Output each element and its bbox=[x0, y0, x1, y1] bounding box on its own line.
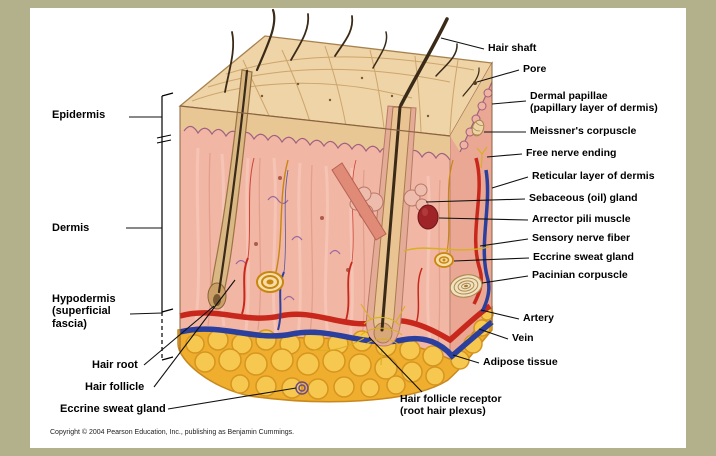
pacinian-corpuscle bbox=[449, 274, 483, 298]
epidermis-right-face bbox=[450, 63, 492, 152]
label-dermal-papillae: Dermal papillae (papillary layer of derm… bbox=[530, 90, 658, 114]
leader-lines bbox=[126, 37, 530, 410]
eccrine-sweat-gland-right bbox=[434, 159, 454, 268]
label-eccrine-sweat-gland-right: Eccrine sweat gland bbox=[533, 251, 634, 263]
label-pore: Pore bbox=[523, 63, 547, 75]
label-hair-follicle-receptor: Hair follicle receptor (root hair plexus… bbox=[400, 393, 502, 417]
hairs-above-surface bbox=[224, 8, 480, 107]
label-sensory-nerve-fiber: Sensory nerve fiber bbox=[532, 232, 631, 244]
label-eccrine-sweat-gland-left: Eccrine sweat gland bbox=[60, 403, 166, 415]
nerves bbox=[313, 146, 490, 366]
label-vein: Vein bbox=[512, 332, 534, 344]
hair-shaft-line bbox=[399, 17, 449, 107]
label-epidermis: Epidermis bbox=[52, 109, 106, 121]
label-meissners-corpuscle: Meissner's corpuscle bbox=[530, 125, 637, 137]
arrector-pili-muscle bbox=[331, 162, 439, 241]
label-artery: Artery bbox=[523, 312, 554, 324]
left-hair-follicle bbox=[207, 69, 253, 310]
free-nerve-ending-fiber bbox=[476, 146, 488, 169]
label-free-nerve-ending: Free nerve ending bbox=[526, 147, 617, 159]
surface-pores bbox=[260, 76, 430, 118]
label-hair-follicle: Hair follicle bbox=[85, 381, 145, 393]
central-hair-follicle bbox=[365, 105, 417, 347]
label-arrector-pili: Arrector pili muscle bbox=[532, 213, 631, 225]
sensory-nerve-fiber-line bbox=[403, 246, 490, 252]
right-side-face bbox=[449, 61, 493, 378]
eccrine-sweat-gland-left bbox=[256, 159, 289, 293]
label-adipose-tissue: Adipose tissue bbox=[483, 356, 558, 368]
label-reticular-layer: Reticular layer of dermis bbox=[532, 170, 655, 182]
label-hair-shaft: Hair shaft bbox=[488, 42, 537, 54]
skin-diagram-illustration bbox=[126, 8, 530, 410]
label-pacinian-corpuscle: Pacinian corpuscle bbox=[532, 269, 628, 281]
label-hypodermis: Hypodermis (superficial fascia) bbox=[52, 293, 116, 330]
copyright-text: Copyright © 2004 Pearson Education, Inc.… bbox=[50, 429, 295, 436]
label-sebaceous-gland: Sebaceous (oil) gland bbox=[529, 192, 638, 204]
block-edges bbox=[179, 63, 493, 351]
measure-bracket bbox=[156, 92, 174, 361]
label-dermis: Dermis bbox=[52, 222, 90, 234]
pore-dot bbox=[473, 81, 477, 85]
diagram-panel: Epidermis Dermis Hypodermis (superficial… bbox=[30, 8, 686, 448]
meissner-corpuscle bbox=[471, 119, 485, 137]
label-hair-root: Hair root bbox=[92, 359, 138, 371]
